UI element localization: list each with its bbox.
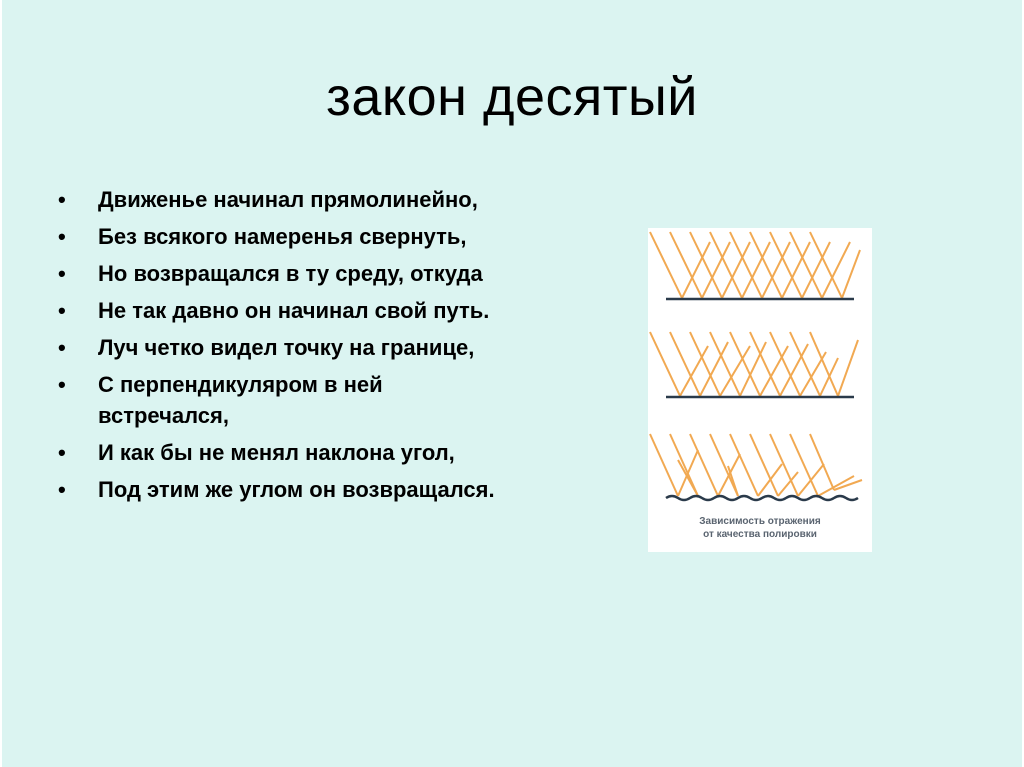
bullet-text: И как бы не менял наклона угол, xyxy=(98,440,455,465)
bullet-item: • И как бы не менял наклона угол, xyxy=(58,437,498,468)
bullet-text: Движенье начинал прямолинейно, xyxy=(98,187,478,212)
bullet-icon: • xyxy=(58,335,66,360)
bullet-text: Под этим же углом он возвращался. xyxy=(98,477,495,502)
slide-left-edge xyxy=(0,0,2,767)
bullet-icon: • xyxy=(58,372,66,397)
figure-caption: Зависимость отражения от качества полиро… xyxy=(648,515,872,541)
slide-right-edge xyxy=(1022,0,1024,767)
bullet-item: • С перпендикуляром в ней встречался, xyxy=(58,369,498,431)
bullet-item: • Но возвращался в ту среду, откуда xyxy=(58,258,498,289)
bullet-text: Не так давно он начинал свой путь. xyxy=(98,298,490,323)
bullet-icon: • xyxy=(58,187,66,212)
bullet-icon: • xyxy=(58,224,66,249)
reflection-rays-icon xyxy=(649,231,863,502)
bullet-text: Но возвращался в ту среду, откуда xyxy=(98,261,483,286)
bullet-icon: • xyxy=(58,261,66,286)
bullet-item: • Не так давно он начинал свой путь. xyxy=(58,295,498,326)
bullet-list: • Движенье начинал прямолинейно, • Без вся… xyxy=(58,184,498,511)
reflection-diagram: Зависимость отражения от качества полиро… xyxy=(648,228,872,552)
bullet-text: Луч четко видел точку на границе, xyxy=(98,335,475,360)
bullet-item: • Движенье начинал прямолинейно, xyxy=(58,184,498,215)
slide-title: закон десятый xyxy=(326,67,698,127)
bullet-item: • Под этим же углом он возвращался. xyxy=(58,474,498,505)
bullet-item: • Луч четко видел точку на границе, xyxy=(58,332,498,363)
bullet-icon: • xyxy=(58,298,66,323)
bullet-text: С перпендикуляром в ней встречался, xyxy=(98,372,383,428)
caption-line-2: от качества полировки xyxy=(703,529,817,540)
bullet-icon: • xyxy=(58,440,66,465)
bullet-text: Без всякого намеренья свернуть, xyxy=(98,224,467,249)
caption-line-1: Зависимость отражения xyxy=(699,516,821,527)
bullet-item: • Без всякого намеренья свернуть, xyxy=(58,221,498,252)
bullet-icon: • xyxy=(58,477,66,502)
